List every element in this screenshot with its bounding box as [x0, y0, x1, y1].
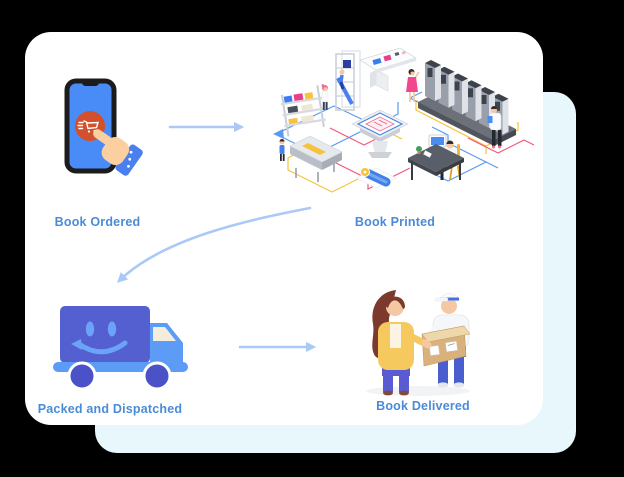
printing-press-row — [418, 60, 516, 146]
truck-wheel — [142, 361, 172, 391]
scaffold-rack — [335, 50, 361, 111]
phone-notch — [82, 79, 99, 86]
flatbed-printer-table — [351, 109, 409, 158]
book-delivery-illustration — [366, 290, 471, 396]
cardboard-box — [421, 325, 471, 367]
step-label-book-delivered: Book Delivered — [376, 399, 470, 413]
ground-shadow — [366, 386, 470, 396]
worker-pink-hair — [321, 84, 329, 110]
tap-hand-icon — [93, 129, 143, 176]
truck-wheel — [67, 361, 97, 391]
step-label-book-ordered: Book Ordered — [54, 215, 141, 229]
book-shelf — [280, 85, 326, 137]
delivery-truck-illustration — [53, 306, 188, 391]
press-units — [425, 60, 509, 135]
step-label-packed-dispatched: Packed and Dispatched — [37, 402, 183, 416]
shipping-label — [429, 340, 458, 356]
press-operator-man — [487, 106, 502, 149]
arrow-printed-to-dispatched-icon — [116, 206, 312, 283]
smartphone-order-illustration — [64, 78, 143, 176]
small-arrow-icon — [273, 129, 284, 139]
customer-woman — [372, 290, 414, 396]
monitor-screen — [431, 137, 444, 145]
roll-printer — [289, 135, 343, 182]
blue-paper-roll — [355, 167, 397, 189]
arrow-ordered-to-printed-icon — [168, 121, 245, 133]
delivery-cap-icon — [434, 293, 460, 302]
step-label-book-printed: Book Printed — [354, 215, 436, 229]
climbing-worker — [339, 69, 345, 90]
control-board — [359, 47, 417, 92]
roll-printer-worker — [279, 139, 285, 161]
printing-factory-illustration — [273, 47, 535, 193]
workstation-desk — [408, 134, 464, 181]
press-operator-woman — [406, 69, 420, 102]
arrow-dispatched-to-delivered-icon — [238, 341, 317, 353]
truck-cargo-box — [60, 306, 150, 363]
truck-smile-face-icon — [71, 321, 128, 355]
courier-hand — [421, 339, 429, 347]
truck-windshield — [153, 327, 176, 341]
desk-plant — [416, 146, 422, 152]
